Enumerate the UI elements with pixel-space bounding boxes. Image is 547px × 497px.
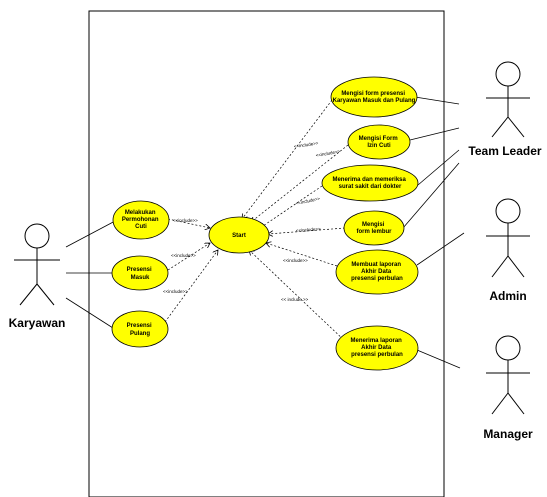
usecase-start-label: Start — [232, 233, 246, 239]
include-line-pulang — [164, 250, 218, 323]
include-label-izin-cuti: <<include>> — [315, 149, 341, 158]
include-label-masuk: <<include>> — [171, 253, 196, 258]
actor-team-leader — [486, 61, 530, 138]
include-label-surat-sakit: <<include>> — [295, 196, 321, 206]
usecase-laporan-label: Membuat laporan Akhir Data presensi perb… — [351, 262, 403, 282]
include-labels: <<include>> <<include>> <<include>> <<in… — [163, 141, 341, 302]
assoc-tl-lembur — [402, 162, 460, 229]
include-line-cuti — [167, 218, 210, 228]
include-line-laporan — [266, 243, 338, 267]
actor-karyawan-head — [24, 223, 50, 249]
actor-manager — [486, 335, 530, 415]
include-label-form-presensi: <<include>> — [293, 141, 319, 149]
include-line-lembur — [268, 227, 346, 234]
usecase-terima-laporan-label: Menerima laporan Akhir Data presensi per… — [350, 338, 403, 358]
include-label-cuti: <<include>> — [173, 218, 198, 223]
include-label-laporan: <<include>> — [283, 258, 308, 263]
include-label-pulang: <<include>> — [163, 289, 188, 294]
assoc-tl-form-presensi — [414, 96, 460, 105]
assoc-manager-terima — [416, 349, 461, 369]
assoc-admin-laporan — [416, 232, 465, 266]
include-line-izin-cuti — [251, 144, 349, 222]
actor-karyawan — [14, 223, 60, 306]
assoc-karyawan-cuti — [65, 219, 118, 248]
include-line-masuk — [167, 243, 210, 271]
assoc-tl-surat-sakit — [417, 149, 460, 186]
actor-manager-name: Manager — [483, 427, 533, 441]
usecase-form-presensi-label: Mengisi form presensi Karyawan Masuk dan… — [333, 91, 416, 104]
actor-admin-name: Admin — [489, 289, 526, 303]
actor-team-leader-name: Team Leader — [468, 144, 541, 158]
actor-karyawan-name: Karyawan — [9, 316, 66, 330]
usecase-izin-cuti-label: Mengisi Form Izin Cuti — [359, 136, 400, 149]
include-label-lembur: <<include>> — [296, 226, 321, 233]
usecase-surat-sakit — [321, 164, 419, 202]
usecase-lembur — [343, 210, 405, 246]
usecase-lembur-label: Mengisi form lembur — [356, 222, 392, 235]
actor-admin-head — [495, 198, 521, 224]
usecase-terima-laporan — [335, 325, 419, 371]
assoc-karyawan-pulang — [65, 297, 114, 329]
usecase-pulang — [111, 310, 169, 348]
usecase-masuk — [111, 255, 169, 291]
usecase-masuk-label: Presensi Masuk — [127, 267, 154, 281]
include-line-surat-sakit — [260, 185, 323, 228]
usecase-start — [208, 216, 270, 254]
include-lines — [164, 99, 349, 343]
actor-manager-head — [495, 335, 521, 361]
usecase-form-presensi — [330, 76, 418, 118]
include-line-form-presensi — [242, 99, 333, 219]
use-case-labels: Start Melakukan Permohonan Cuti Presensi… — [122, 91, 416, 358]
usecase-cuti — [112, 200, 170, 240]
assoc-tl-izin-cuti — [409, 127, 460, 141]
actor-admin — [486, 198, 530, 278]
use-cases — [111, 76, 419, 371]
usecase-cuti-label: Melakukan Permohonan Cuti — [122, 210, 160, 230]
include-label-terima-laporan: << include >> — [281, 297, 309, 302]
usecase-pulang-label: Presensi Pulang — [127, 323, 154, 337]
associations — [65, 96, 465, 369]
usecase-surat-sakit-label: Menerima dan memeriksa surat sakit dari … — [332, 177, 407, 190]
actor-team-leader-head — [495, 61, 521, 87]
usecase-laporan — [335, 249, 419, 295]
usecase-izin-cuti — [347, 124, 411, 160]
